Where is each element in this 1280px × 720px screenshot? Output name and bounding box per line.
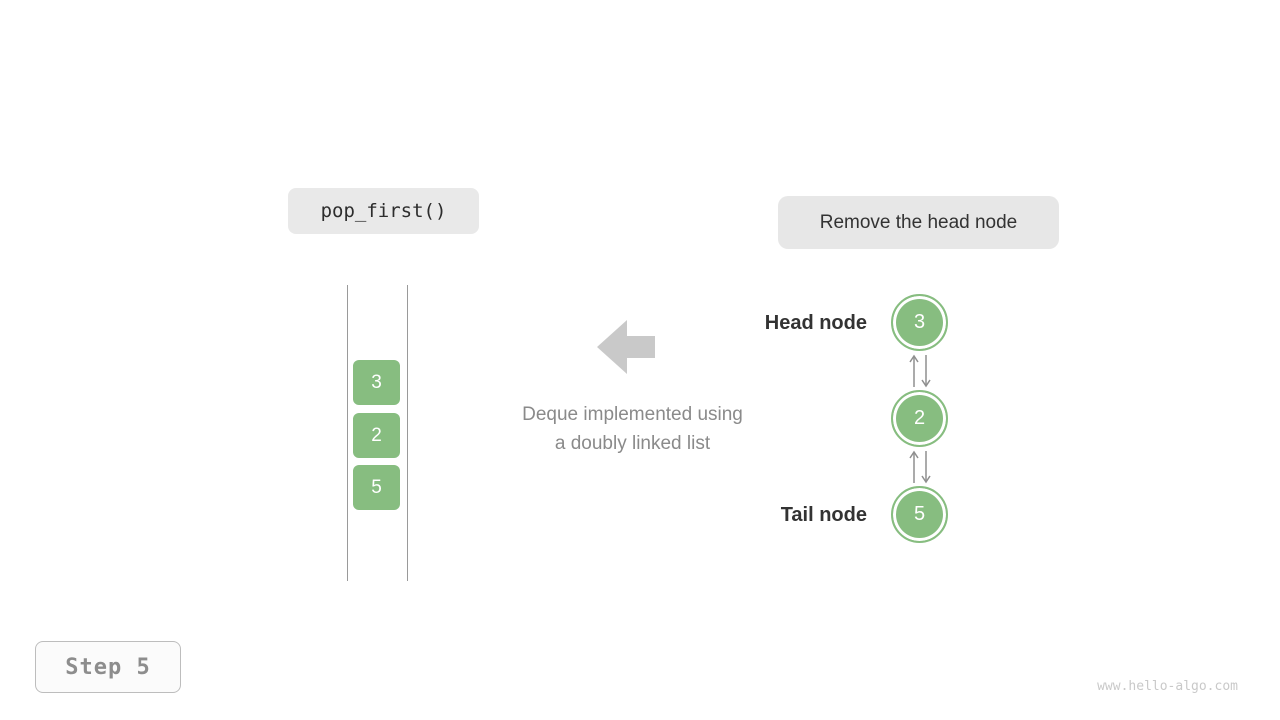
step-badge: Step 5 [35,641,181,693]
linked-list-node: 5 [891,486,948,543]
doubly-linked-arrows-icon [906,353,934,394]
deque-item: 3 [353,360,400,405]
operation-description-box: Remove the head node [778,196,1059,249]
left-arrow-icon [597,320,655,379]
deque-container-right-wall [407,285,408,581]
operation-description-label: Remove the head node [819,211,1018,233]
caption-line-2: a doubly linked list [554,433,711,454]
diagram-caption: Deque implemented using a doubly linked … [455,400,810,458]
doubly-linked-arrows-icon [906,449,934,490]
deque-item-value: 5 [371,476,382,498]
operation-code-box: pop_first() [288,188,479,234]
node-value: 3 [913,311,926,333]
step-badge-label: Step 5 [65,654,151,680]
node-value: 5 [913,503,926,525]
deque-item: 2 [353,413,400,458]
tail-node-label: Tail node [780,504,867,526]
operation-code-label: pop_first() [320,200,447,222]
caption-line-1: Deque implemented using [522,404,743,425]
linked-list-node: 3 [891,294,948,351]
linked-list-node: 2 [891,390,948,447]
deque-item-value: 3 [371,371,382,393]
deque-item: 5 [353,465,400,510]
head-node-label: Head node [764,312,867,334]
node-value: 2 [913,407,926,429]
deque-item-value: 2 [371,424,382,446]
deque-container-left-wall [347,285,348,581]
watermark: www.hello-algo.com [1097,679,1238,694]
